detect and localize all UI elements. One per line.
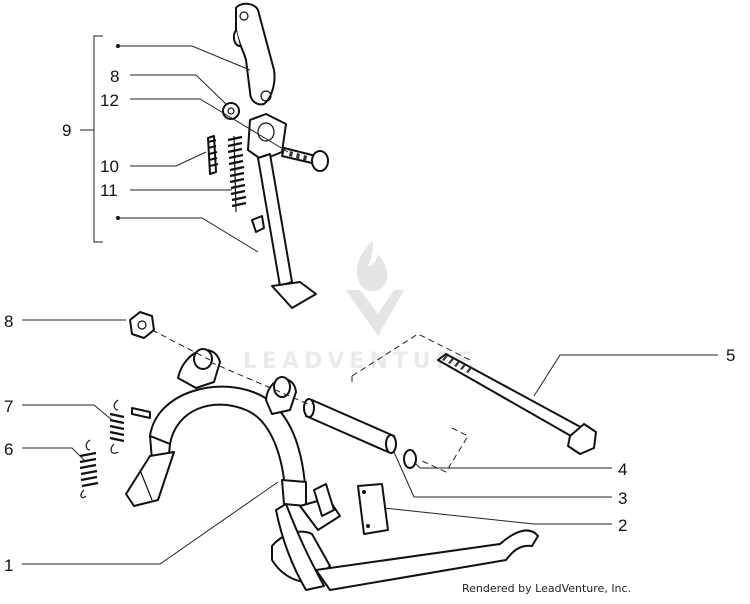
- callout-10: 10: [100, 157, 119, 176]
- watermark-v-icon: [346, 290, 404, 336]
- side-stand-assembly: [207, 2, 329, 309]
- callout-7: 7: [4, 397, 13, 416]
- bolt-icon: [281, 147, 329, 172]
- leadventure-watermark: LEADVENTURE: [243, 240, 478, 374]
- watermark-text: LEADVENTURE: [243, 349, 478, 374]
- callout-5: 5: [726, 346, 735, 365]
- spring-icon: [109, 399, 125, 454]
- spring-icon: [79, 439, 99, 499]
- callout-3: 3: [618, 489, 627, 508]
- nut-icon: [222, 102, 240, 120]
- spacer-tube-icon: [303, 398, 397, 454]
- spring-icon: [227, 135, 247, 213]
- upper-leaders: [116, 44, 289, 253]
- callout-4: 4: [618, 460, 627, 479]
- callout-9: 9: [62, 121, 71, 140]
- callout-11: 11: [100, 181, 118, 200]
- assembly-dashed-lines: [151, 329, 471, 473]
- callout-8-top: 8: [110, 67, 119, 86]
- callout-6: 6: [4, 440, 13, 459]
- callout-12: 12: [100, 91, 119, 110]
- callout-2: 2: [618, 516, 627, 535]
- long-bolt-icon: [437, 353, 597, 455]
- washer-icon: [403, 449, 417, 469]
- callout-8-bottom: 8: [4, 312, 13, 331]
- lower-leaders: [22, 319, 718, 565]
- group-9-bracket: [80, 35, 103, 243]
- hex-nut-icon: [129, 311, 155, 339]
- centre-stand-assembly: [125, 348, 539, 591]
- render-credit: Rendered by LeadVenture, Inc.: [462, 582, 631, 595]
- callout-labels: 8 12 9 10 11 8 7 6 1 5 4 3 2: [4, 67, 735, 575]
- rubber-pad-icon: [357, 483, 389, 535]
- watermark-flame-icon: [356, 240, 388, 292]
- spring-icon: [207, 135, 219, 175]
- callout-1: 1: [4, 556, 13, 575]
